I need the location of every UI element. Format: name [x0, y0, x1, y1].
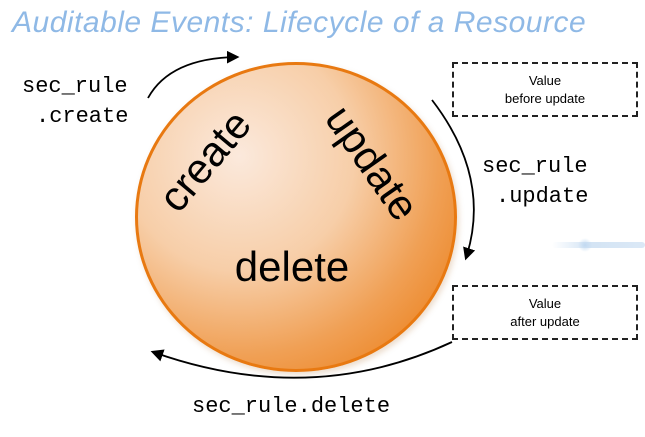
- value-before-update-box: Value before update: [452, 62, 638, 117]
- create-event-line1: sec_rule: [22, 74, 128, 99]
- delete-event-label: sec_rule.delete: [192, 392, 390, 422]
- create-event-label: sec_rule .create: [22, 72, 128, 131]
- value-before-line2: before update: [504, 90, 586, 106]
- update-event-label: sec_rule .update: [482, 152, 588, 211]
- page-title: Auditable Events: Lifecycle of a Resourc…: [12, 6, 587, 39]
- create-event-line2: .create: [36, 103, 129, 129]
- decorative-line: [552, 242, 645, 248]
- value-before-line1: Value: [528, 72, 562, 88]
- stage-delete-label: delete: [234, 243, 350, 290]
- value-after-line1: Value: [528, 295, 562, 311]
- decorative-dot: [578, 238, 592, 252]
- update-event-line1: sec_rule: [482, 154, 588, 179]
- value-after-line2: after update: [510, 313, 580, 329]
- lifecycle-circle: [135, 62, 457, 372]
- value-after-update-box: Value after update: [452, 285, 638, 340]
- update-event-line2: .update: [496, 183, 589, 209]
- delete-event-line1: sec_rule.delete: [192, 394, 391, 419]
